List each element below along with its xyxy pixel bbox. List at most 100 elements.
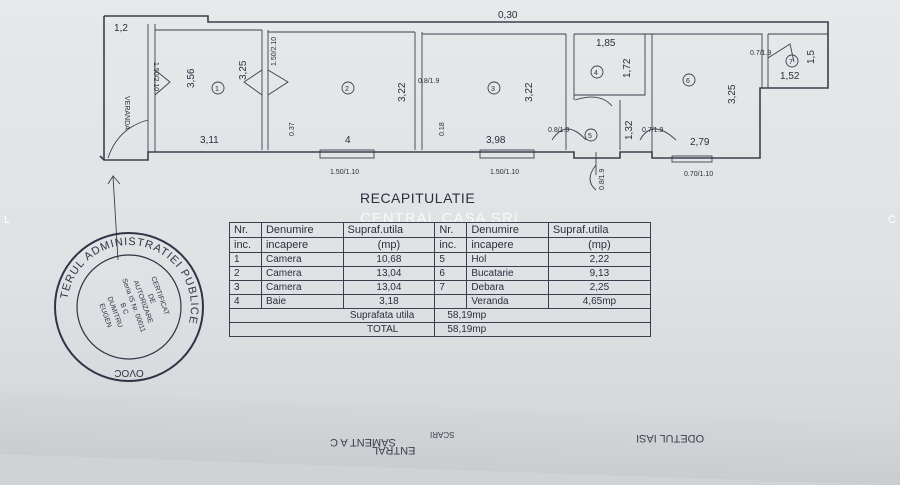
room-6-width: 2,79	[690, 137, 710, 148]
total-value: 58,19mp	[434, 322, 651, 337]
room-number-5: 5	[588, 133, 592, 140]
window-3-label: 0.70/1.10	[684, 171, 713, 178]
room-number-circle-4	[590, 65, 604, 79]
veranda-door-label: 1.50/2.10	[152, 62, 159, 91]
table-header-row: Nr. Denumire Supraf.utila Nr. Denumire S…	[229, 222, 652, 238]
cell: 9,13	[547, 266, 652, 281]
table-row: 1 Camera 10,68 5 Hol 2,22	[229, 252, 652, 267]
cell: 2,25	[547, 280, 652, 295]
cell: 7	[434, 280, 468, 295]
table-row: 4 Baie 3,18 Veranda 4,65mp	[229, 294, 652, 309]
room-3-height: 3,22	[524, 82, 535, 102]
room-5-door-b: 0.8/1.9	[599, 168, 606, 190]
veranda-door-swing	[107, 119, 149, 159]
cell: 6	[434, 266, 468, 281]
table-row: 2 Camera 13,04 6 Bucatarie 9,13	[229, 266, 652, 281]
cell: 2,22	[547, 252, 652, 267]
header2-name-1: incapere	[260, 237, 344, 253]
room-5-height: 1,32	[624, 120, 635, 140]
room-number-6: 6	[686, 78, 690, 85]
room-5-door-c: 0.7/1.9	[642, 127, 664, 134]
table-total-row: TOTAL 58,19mp	[228, 322, 651, 337]
room-6-height: 3,25	[727, 84, 738, 104]
room-3-door: 0.8/1.9	[418, 78, 440, 85]
cell	[434, 294, 468, 309]
cell: Baie	[260, 294, 344, 309]
room-number-circle-2	[341, 81, 355, 95]
cell: 2	[229, 266, 262, 281]
room-number-2: 2	[345, 86, 349, 93]
room-2-low: 0.37	[289, 122, 296, 136]
room-number-3: 3	[491, 86, 495, 93]
edge-letter-left: L	[4, 214, 11, 226]
cell: 3,18	[342, 294, 436, 309]
room-2-door: 1.50/2.10	[271, 37, 278, 66]
window-3	[671, 155, 713, 163]
header2-nr-1: inc.	[229, 237, 262, 253]
room-number-circle-1	[211, 81, 225, 95]
header2-area-1: (mp)	[342, 237, 436, 253]
room-5-door-a: 0.8/1.9	[548, 127, 570, 134]
total-label: TOTAL	[228, 322, 436, 337]
room-7-height: 1,5	[806, 50, 817, 64]
scrap-text-2: ENTRAL	[372, 444, 416, 456]
room-number-circle-6	[682, 73, 696, 87]
header2-area-2: (mp)	[547, 237, 652, 253]
cell: 10,68	[342, 252, 436, 267]
cell: Veranda	[466, 294, 549, 309]
header2-nr-2: inc.	[434, 237, 468, 253]
stamp-line-2: DE	[146, 293, 156, 305]
header-area-1: Supraf.utila	[342, 222, 436, 238]
room-number-7: 7	[789, 59, 793, 66]
window-2	[479, 149, 535, 159]
room-number-circle-7	[785, 54, 799, 68]
room-number-circle-3	[487, 81, 501, 95]
scrap-text-3: SCARI	[430, 430, 455, 439]
edge-letter-right: C	[888, 214, 896, 226]
window-2-label: 1.50/1.10	[490, 169, 519, 176]
official-stamp: TERUL ADMINISTRATIEI PUBLICE OVOC CERTIF…	[54, 232, 204, 382]
cell: Camera	[260, 280, 344, 295]
room-1-width: 3,11	[200, 135, 219, 146]
room-3-width: 3,98	[486, 135, 506, 146]
room-7-door: 0.7/1.9	[750, 50, 772, 57]
cell: 13,04	[342, 266, 436, 281]
north-arrow	[107, 174, 121, 261]
room-1-height: 3,25	[238, 60, 249, 80]
cell: 4,65mp	[547, 294, 652, 309]
cell: 13,04	[342, 280, 436, 295]
room-7-width: 1,52	[780, 71, 800, 82]
total-useful-value: 58,19mp	[434, 308, 651, 323]
cell: Hol	[466, 252, 549, 267]
recap-title: RECAPITULATIE	[360, 190, 476, 206]
cell: Camera	[260, 252, 344, 267]
window-1	[319, 149, 375, 159]
room-3-low: 0.18	[439, 122, 446, 136]
scrap-text-4: ODETUL IASI	[636, 432, 705, 444]
room-2-height: 3,22	[397, 82, 408, 102]
header-nr-2: Nr.	[434, 222, 468, 238]
table-header-row-2: inc. incapere (mp) inc. incapere (mp)	[229, 237, 652, 253]
cell: Bucatarie	[466, 266, 549, 281]
cell: 3	[229, 280, 262, 295]
room-2-width: 4	[345, 135, 351, 146]
veranda-width-label: 1,2	[114, 23, 128, 34]
top-overall-label: 0,30	[498, 10, 518, 21]
table-row: 3 Camera 13,04 7 Debara 2,25	[229, 280, 652, 295]
cell: 5	[434, 252, 468, 267]
cell: Camera	[260, 266, 344, 281]
veranda-label: VERANDA	[123, 96, 130, 130]
header-nr-1: Nr.	[229, 222, 262, 238]
cell: Debara	[466, 280, 549, 295]
room-number-4: 4	[594, 70, 598, 77]
window-1-label: 1.50/1.10	[330, 169, 359, 176]
cell: 4	[229, 294, 262, 309]
table-total-useful-row: Suprafata utila 58,19mp	[228, 308, 651, 323]
stamp-bottom-text: OVOC	[114, 367, 143, 378]
header-name-1: Denumire	[260, 222, 344, 238]
header2-name-2: incapere	[466, 237, 549, 253]
recap-table: Nr. Denumire Supraf.utila Nr. Denumire S…	[228, 222, 652, 337]
header-area-2: Supraf.utila	[547, 222, 652, 238]
floor-plan: 1,2 0,30 VERANDA 1.50/2.10 1 3,11 3,25 3…	[99, 10, 829, 261]
header-name-2: Denumire	[466, 222, 549, 238]
